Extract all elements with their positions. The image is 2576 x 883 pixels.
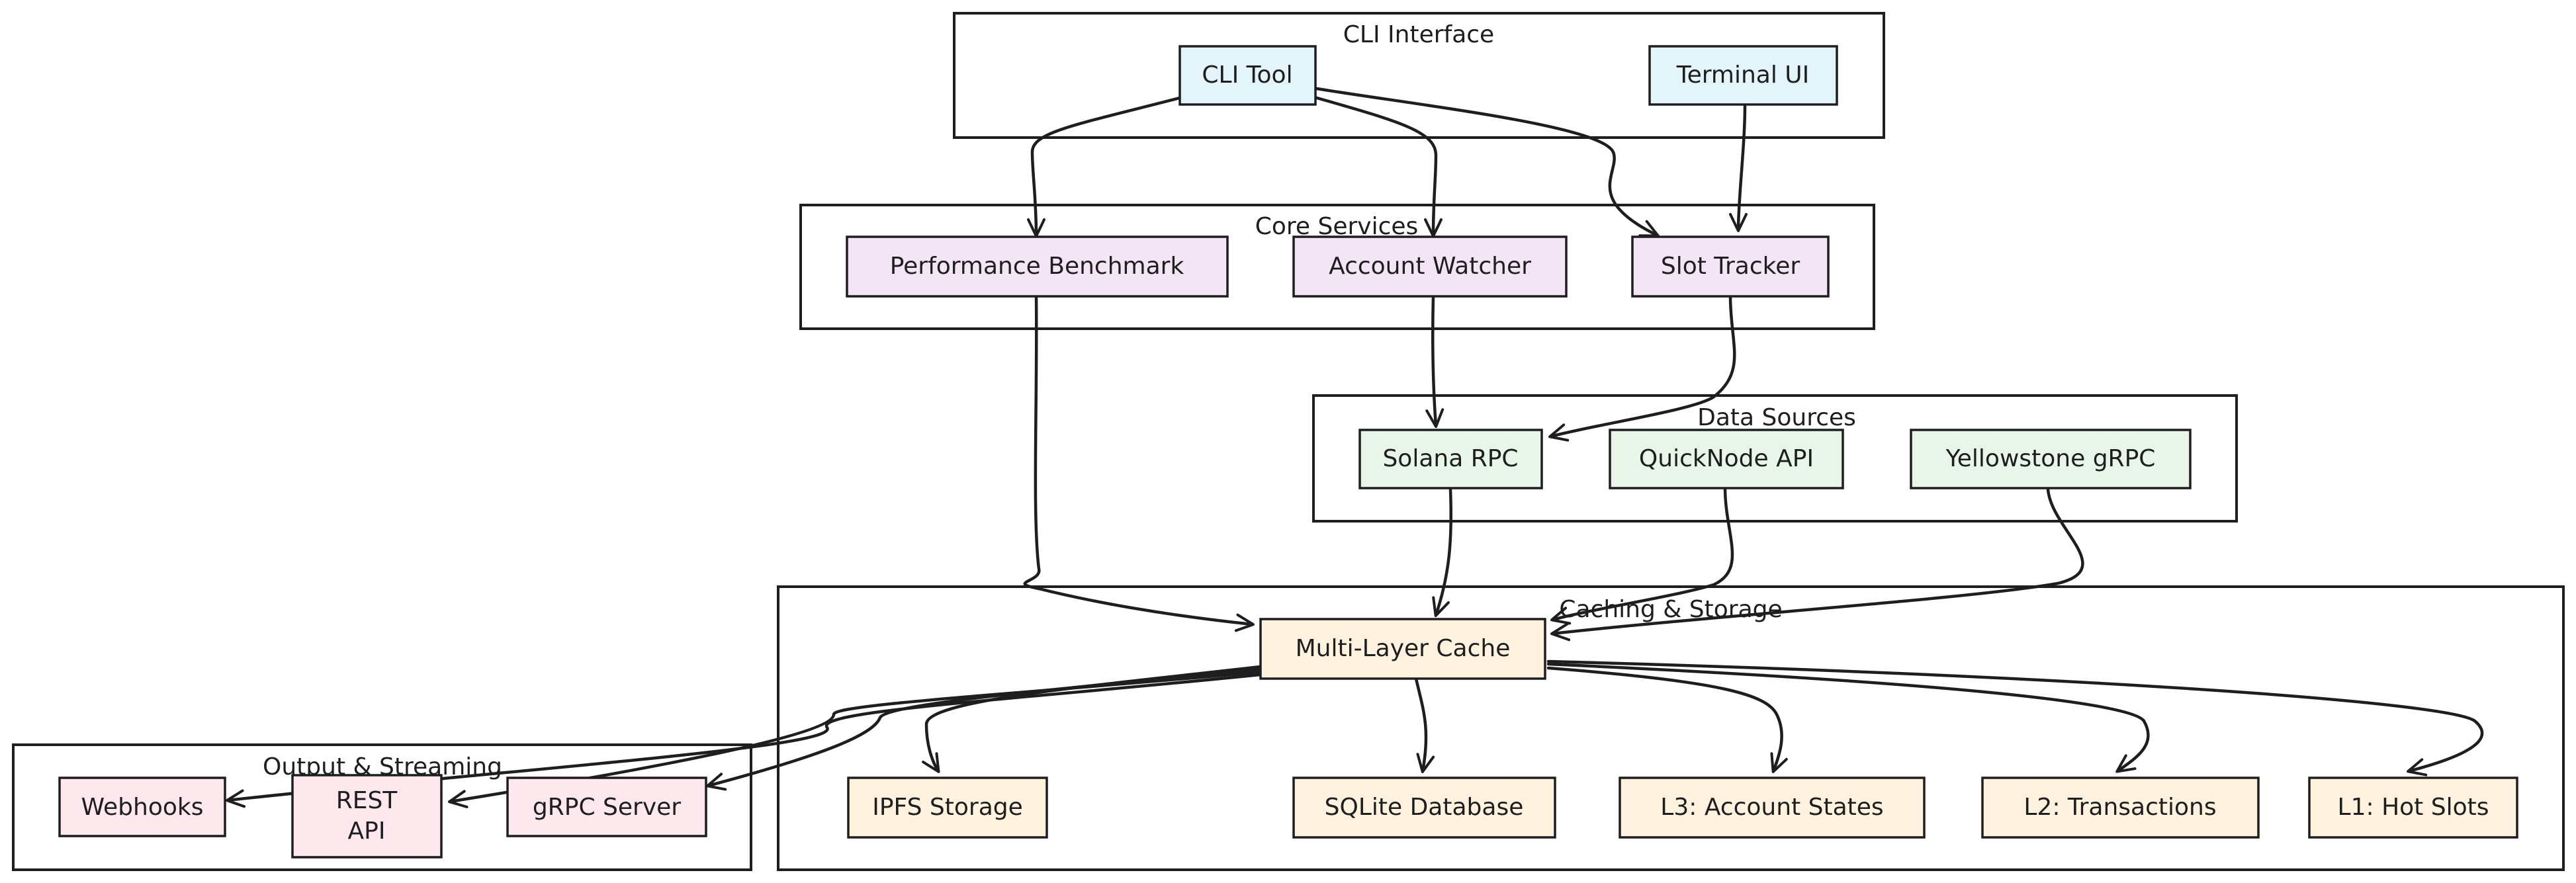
edge-cli-to-benchmark [1026, 96, 1182, 237]
edge-cache-to-l1 [1546, 659, 2484, 777]
node-multi-layer-cache[interactable]: Multi-Layer Cache [1259, 618, 1546, 680]
svg-text:L1: Hot Slots: L1: Hot Slots [2338, 794, 2489, 821]
edge-cli-to-account-watcher [1315, 96, 1443, 237]
svg-text:QuickNode API: QuickNode API [1639, 445, 1814, 472]
node-rest-api[interactable]: REST API [291, 774, 443, 859]
svg-text:L3: Account States: L3: Account States [1660, 794, 1883, 821]
svg-text:Terminal UI: Terminal UI [1676, 62, 1810, 89]
node-account-watcher[interactable]: Account Watcher [1292, 235, 1568, 298]
edge-cache-to-rest-api [448, 670, 1263, 808]
node-l3-account-states[interactable]: L3: Account States [1619, 777, 1926, 839]
edge-cache-to-l2 [1546, 662, 2150, 773]
group-cli-interface: CLI Interface [953, 12, 1885, 139]
edge-cache-to-webhooks [226, 673, 1263, 808]
node-webhooks[interactable]: Webhooks [58, 777, 226, 837]
svg-text:Account Watcher: Account Watcher [1329, 253, 1531, 280]
svg-text:gRPC Server: gRPC Server [533, 794, 681, 821]
edge-quicknode-to-cache [1550, 487, 1734, 625]
node-grpc-server[interactable]: gRPC Server [506, 777, 707, 837]
node-sqlite-database[interactable]: SQLite Database [1292, 777, 1556, 839]
svg-text:Multi-Layer Cache: Multi-Layer Cache [1296, 635, 1511, 662]
edge-terminal-to-slot-tracker [1729, 104, 1748, 232]
node-ipfs-storage[interactable]: IPFS Storage [847, 777, 1048, 839]
svg-text:REST: REST [336, 787, 398, 814]
svg-text:Webhooks: Webhooks [81, 794, 204, 821]
group-data-sources: Data Sources [1312, 394, 2238, 523]
edge-account-watcher-to-solana [1425, 294, 1444, 428]
svg-text:API: API [348, 818, 386, 845]
edges [226, 87, 2484, 808]
svg-text:Yellowstone gRPC: Yellowstone gRPC [1945, 445, 2156, 472]
node-yellowstone-grpc[interactable]: Yellowstone gRPC [1910, 429, 2192, 489]
edge-solana-to-cache [1432, 487, 1453, 617]
node-solana-rpc[interactable]: Solana RPC [1358, 429, 1543, 489]
edge-yellowstone-to-cache [1550, 487, 2084, 642]
edge-benchmark-to-cache [1023, 294, 1255, 632]
svg-text:SQLite Database: SQLite Database [1325, 794, 1524, 821]
svg-text:L2: Transactions: L2: Transactions [2023, 794, 2216, 821]
svg-text:CLI Tool: CLI Tool [1202, 62, 1292, 89]
edge-cache-to-ipfs [922, 665, 1263, 773]
edge-cache-to-sqlite [1414, 677, 1435, 773]
edge-cache-to-grpc-server [706, 667, 1263, 791]
node-l1-hot-slots[interactable]: L1: Hot Slots [2308, 777, 2518, 839]
svg-text:IPFS Storage: IPFS Storage [872, 794, 1023, 821]
edge-cli-to-slot-tracker [1315, 87, 1660, 237]
node-slot-tracker[interactable]: Slot Tracker [1631, 235, 1830, 298]
group-core-services: Core Services [799, 204, 1875, 330]
group-title-core-services: Core Services [1255, 213, 1419, 240]
svg-text:Slot Tracker: Slot Tracker [1661, 253, 1800, 280]
group-title-cli-interface: CLI Interface [1343, 21, 1494, 48]
node-quicknode-api[interactable]: QuickNode API [1609, 429, 1844, 489]
node-performance-benchmark[interactable]: Performance Benchmark [846, 235, 1229, 298]
edge-cache-to-l3 [1546, 666, 1788, 773]
svg-text:Solana RPC: Solana RPC [1382, 445, 1518, 472]
node-l2-transactions[interactable]: L2: Transactions [1981, 777, 2260, 839]
group-title-data-sources: Data Sources [1697, 404, 1856, 431]
edge-slot-tracker-to-solana [1548, 294, 1736, 442]
node-terminal-ui[interactable]: Terminal UI [1648, 45, 1838, 106]
node-cli-tool[interactable]: CLI Tool [1178, 45, 1317, 106]
svg-text:Performance Benchmark: Performance Benchmark [890, 253, 1184, 280]
